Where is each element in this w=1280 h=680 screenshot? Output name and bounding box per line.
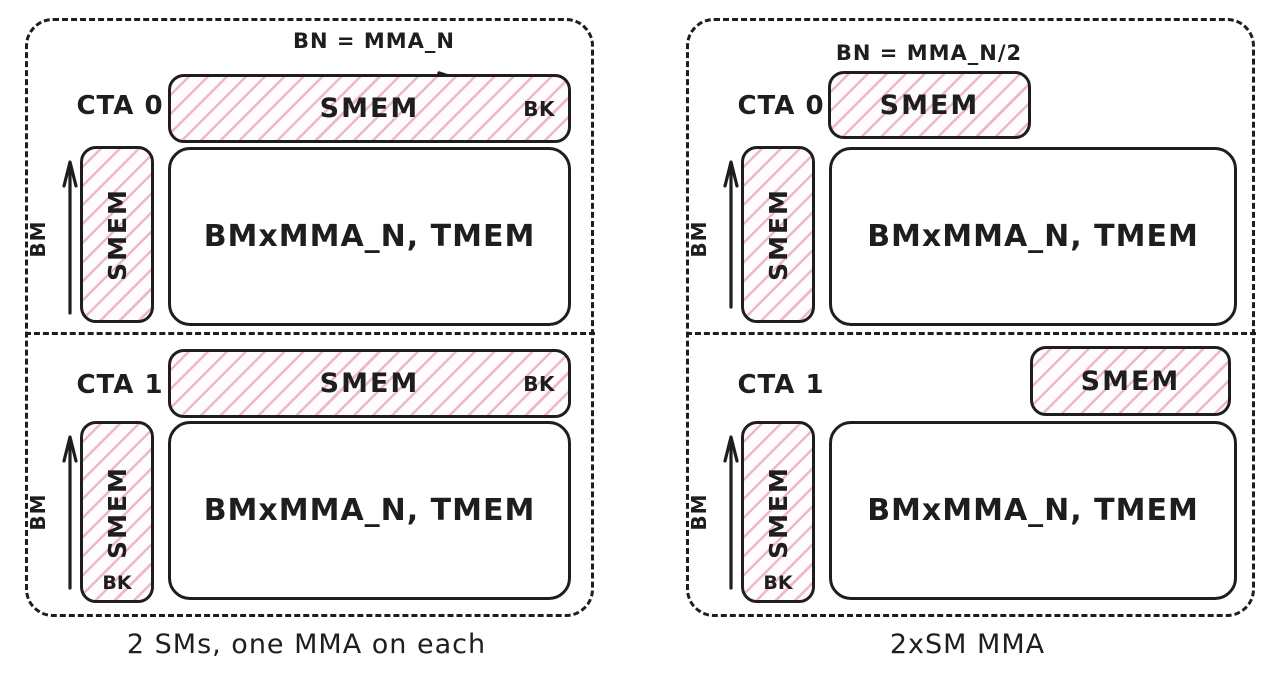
bk-label: BK [523, 371, 555, 396]
cta0-smem-b-box: SMEM BK [168, 74, 571, 143]
smem-label: SMEM [319, 368, 420, 399]
bm-dimension-label: BM [687, 220, 711, 258]
bm-dimension-label: BM [26, 220, 50, 258]
cta0-tmem-box: BMxMMA_N, TMEM [168, 147, 571, 326]
cta1-smem-b-box: SMEM [1030, 346, 1231, 416]
bm-arrow-icon [61, 157, 79, 319]
cta-divider [24, 332, 595, 335]
bm-dimension-label: BM [687, 493, 711, 531]
cta1-label: CTA 1 [76, 370, 164, 400]
smem-label: SMEM [763, 465, 793, 559]
tmem-label: BMxMMA_N, TMEM [203, 219, 536, 254]
left-panel-caption: 2 SMs, one MMA on each [126, 629, 487, 660]
bm-dimension-label: BM [26, 493, 50, 531]
bn-dimension-label: BN = MMA_N [293, 29, 455, 53]
tmem-label: BMxMMA_N, TMEM [203, 493, 536, 528]
cta1-smem-a-box: SMEM BK [80, 421, 154, 603]
cta1-tmem-box: BMxMMA_N, TMEM [168, 421, 571, 600]
cta1-tmem-box: BMxMMA_N, TMEM [829, 421, 1237, 600]
bk-label: BK [102, 572, 132, 594]
smem-label: SMEM [102, 188, 132, 281]
smem-label: SMEM [1080, 365, 1181, 397]
tmem-label: BMxMMA_N, TMEM [867, 219, 1199, 254]
smem-label: SMEM [763, 188, 793, 281]
right-panel-caption: 2xSM MMA [889, 629, 1046, 660]
left-panel-2sms: BN = MMA_N CTA 0 SMEM BK BM SMEM BMxMMA_… [24, 18, 595, 617]
cta0-smem-a-box: SMEM [80, 146, 154, 323]
cta0-smem-a-box: SMEM [741, 146, 815, 323]
right-panel-2xsm: BN = MMA_N/2 CTA 0 SMEM BM SMEM BMxMMA_N… [685, 18, 1256, 617]
cta1-label: CTA 1 [737, 370, 825, 400]
cta0-tmem-box: BMxMMA_N, TMEM [829, 147, 1237, 326]
smem-label: SMEM [102, 465, 132, 559]
smem-label: SMEM [879, 89, 980, 121]
bn-dimension-label: BN = MMA_N/2 [835, 41, 1023, 65]
bk-label: BK [523, 96, 555, 121]
cta-divider [685, 332, 1256, 335]
cta1-smem-b-box: SMEM BK [168, 349, 571, 418]
cta0-smem-b-box: SMEM [828, 71, 1031, 139]
cta0-label: CTA 0 [76, 91, 164, 121]
bm-arrow-icon [61, 432, 79, 594]
bm-arrow-icon [722, 157, 740, 313]
tmem-label: BMxMMA_N, TMEM [867, 493, 1199, 528]
bk-label: BK [763, 572, 793, 594]
cta0-label: CTA 0 [737, 91, 825, 121]
bm-arrow-icon [722, 432, 740, 594]
cta1-smem-a-box: SMEM BK [741, 421, 815, 603]
smem-label: SMEM [319, 93, 420, 124]
